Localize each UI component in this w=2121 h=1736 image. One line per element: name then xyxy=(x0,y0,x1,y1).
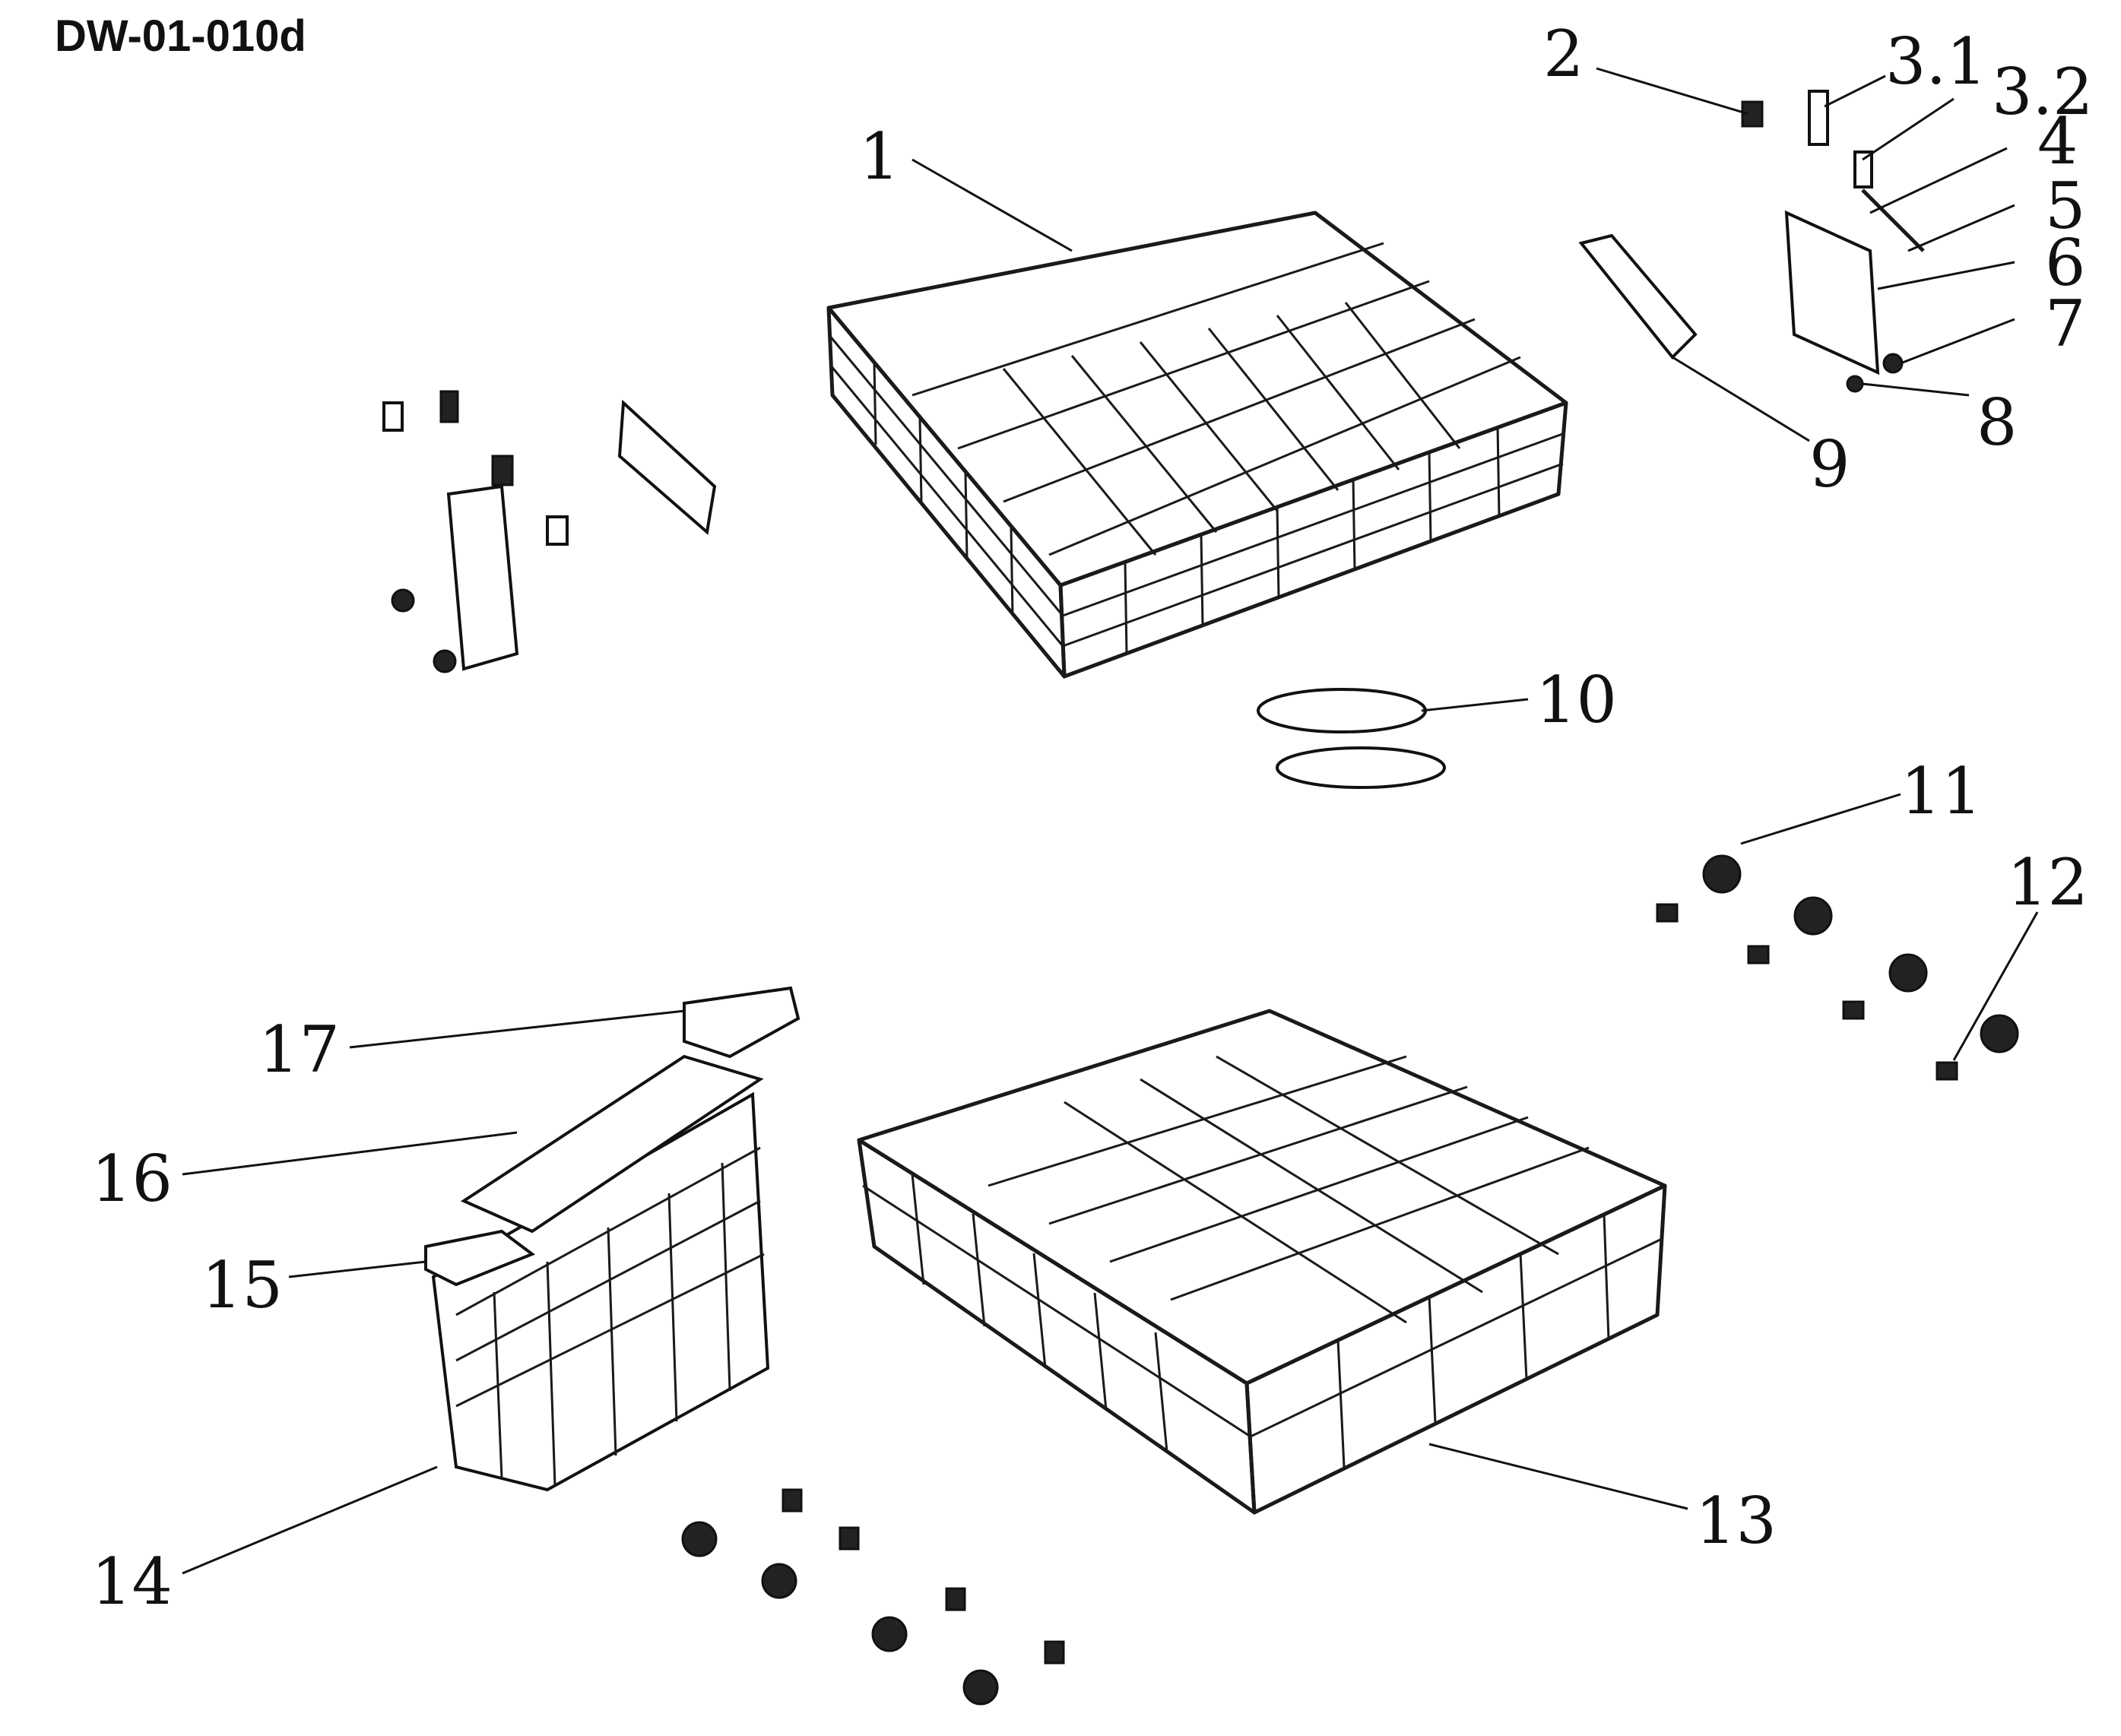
upper-rack xyxy=(826,211,1568,679)
callout-10: 10 xyxy=(1536,663,1617,737)
callout-16: 16 xyxy=(91,1142,173,1216)
lower-rack xyxy=(857,1009,1667,1515)
callout-3-2: 3.2 xyxy=(1992,55,2094,129)
callout-1: 1 xyxy=(859,119,899,194)
callout-14: 14 xyxy=(91,1544,173,1619)
callout-13: 13 xyxy=(1695,1484,1777,1558)
left-rail-assembly xyxy=(382,390,717,673)
callout-11: 11 xyxy=(1901,754,1982,828)
spray-arm-parts xyxy=(1257,688,1446,789)
callout-6: 6 xyxy=(2045,226,2085,300)
callout-8: 8 xyxy=(1977,385,2017,460)
callout-4: 4 xyxy=(2037,104,2078,179)
callout-5: 5 xyxy=(2045,169,2085,243)
rack-wheels-lower xyxy=(681,1488,1065,1706)
basket-lid-15 xyxy=(424,1229,536,1287)
callout-9: 9 xyxy=(1809,427,1850,502)
callout-2: 2 xyxy=(1543,17,1584,91)
callout-7: 7 xyxy=(2045,287,2085,361)
rail-cover-9 xyxy=(1578,233,1698,360)
basket-lid-17 xyxy=(683,986,801,1059)
callout-3-1: 3.1 xyxy=(1885,24,1987,99)
cutlery-basket xyxy=(424,986,801,1492)
rack-wheels-right xyxy=(1656,854,2019,1081)
basket-lid-16 xyxy=(460,1054,764,1234)
callout-17: 17 xyxy=(258,1012,340,1087)
callout-12: 12 xyxy=(2007,845,2088,920)
diagram-code: DW-01-010d xyxy=(55,11,306,61)
callout-15: 15 xyxy=(201,1248,283,1323)
callout-labels: 1 2 3.1 3.2 4 5 6 7 8 9 10 11 12 13 14 1… xyxy=(91,17,2094,1619)
bracket-6 xyxy=(1784,210,1880,375)
right-rail-assembly xyxy=(1578,90,1925,393)
leader-lines xyxy=(182,67,2039,1575)
